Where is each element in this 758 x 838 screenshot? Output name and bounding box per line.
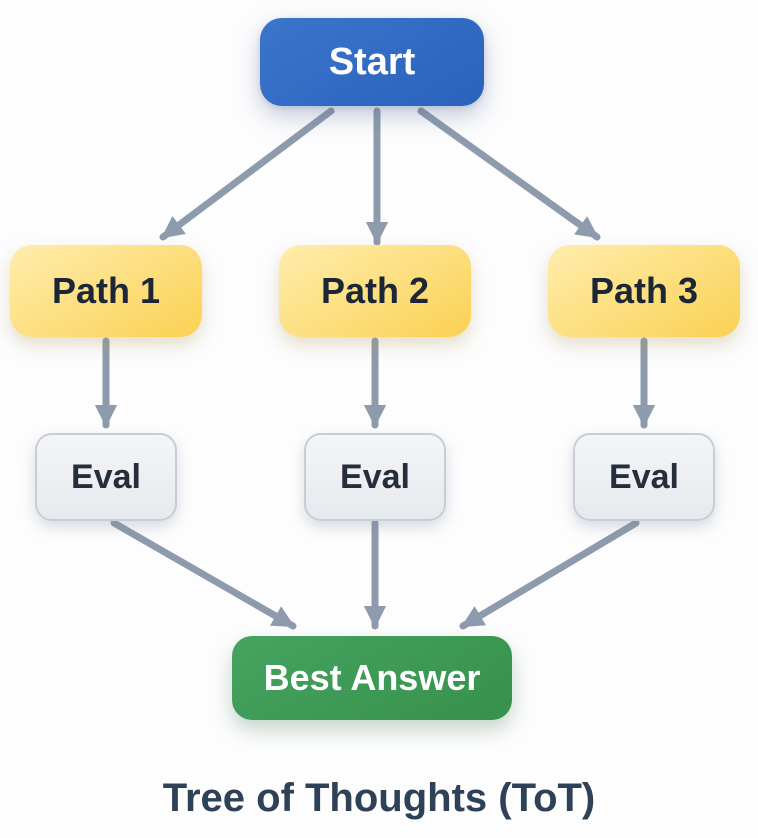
node-eval-3: Eval bbox=[573, 433, 715, 521]
node-best-answer-label: Best Answer bbox=[263, 657, 481, 698]
node-start-label: Start bbox=[328, 40, 416, 83]
node-eval-3-label: Eval bbox=[609, 457, 679, 496]
node-eval-2: Eval bbox=[304, 433, 446, 521]
node-eval-2-label: Eval bbox=[340, 457, 410, 496]
node-path-1: Path 1 bbox=[10, 245, 202, 337]
node-path-2: Path 2 bbox=[279, 245, 471, 337]
node-eval-1-label: Eval bbox=[71, 457, 141, 496]
edge-eval-3-best bbox=[459, 519, 640, 630]
diagram-caption: Tree of Thoughts (ToT) bbox=[162, 776, 596, 820]
node-eval-1: Eval bbox=[35, 433, 177, 521]
node-start: Start bbox=[260, 18, 484, 106]
edge-start-path-3 bbox=[417, 107, 601, 241]
node-path-3-label: Path 3 bbox=[589, 270, 699, 311]
node-path-3: Path 3 bbox=[548, 245, 740, 337]
node-best-answer: Best Answer bbox=[232, 636, 512, 720]
node-path-2-label: Path 2 bbox=[320, 270, 430, 311]
edge-start-path-1 bbox=[159, 107, 335, 241]
edge-eval-1-best bbox=[110, 519, 297, 630]
node-path-1-label: Path 1 bbox=[51, 270, 161, 311]
